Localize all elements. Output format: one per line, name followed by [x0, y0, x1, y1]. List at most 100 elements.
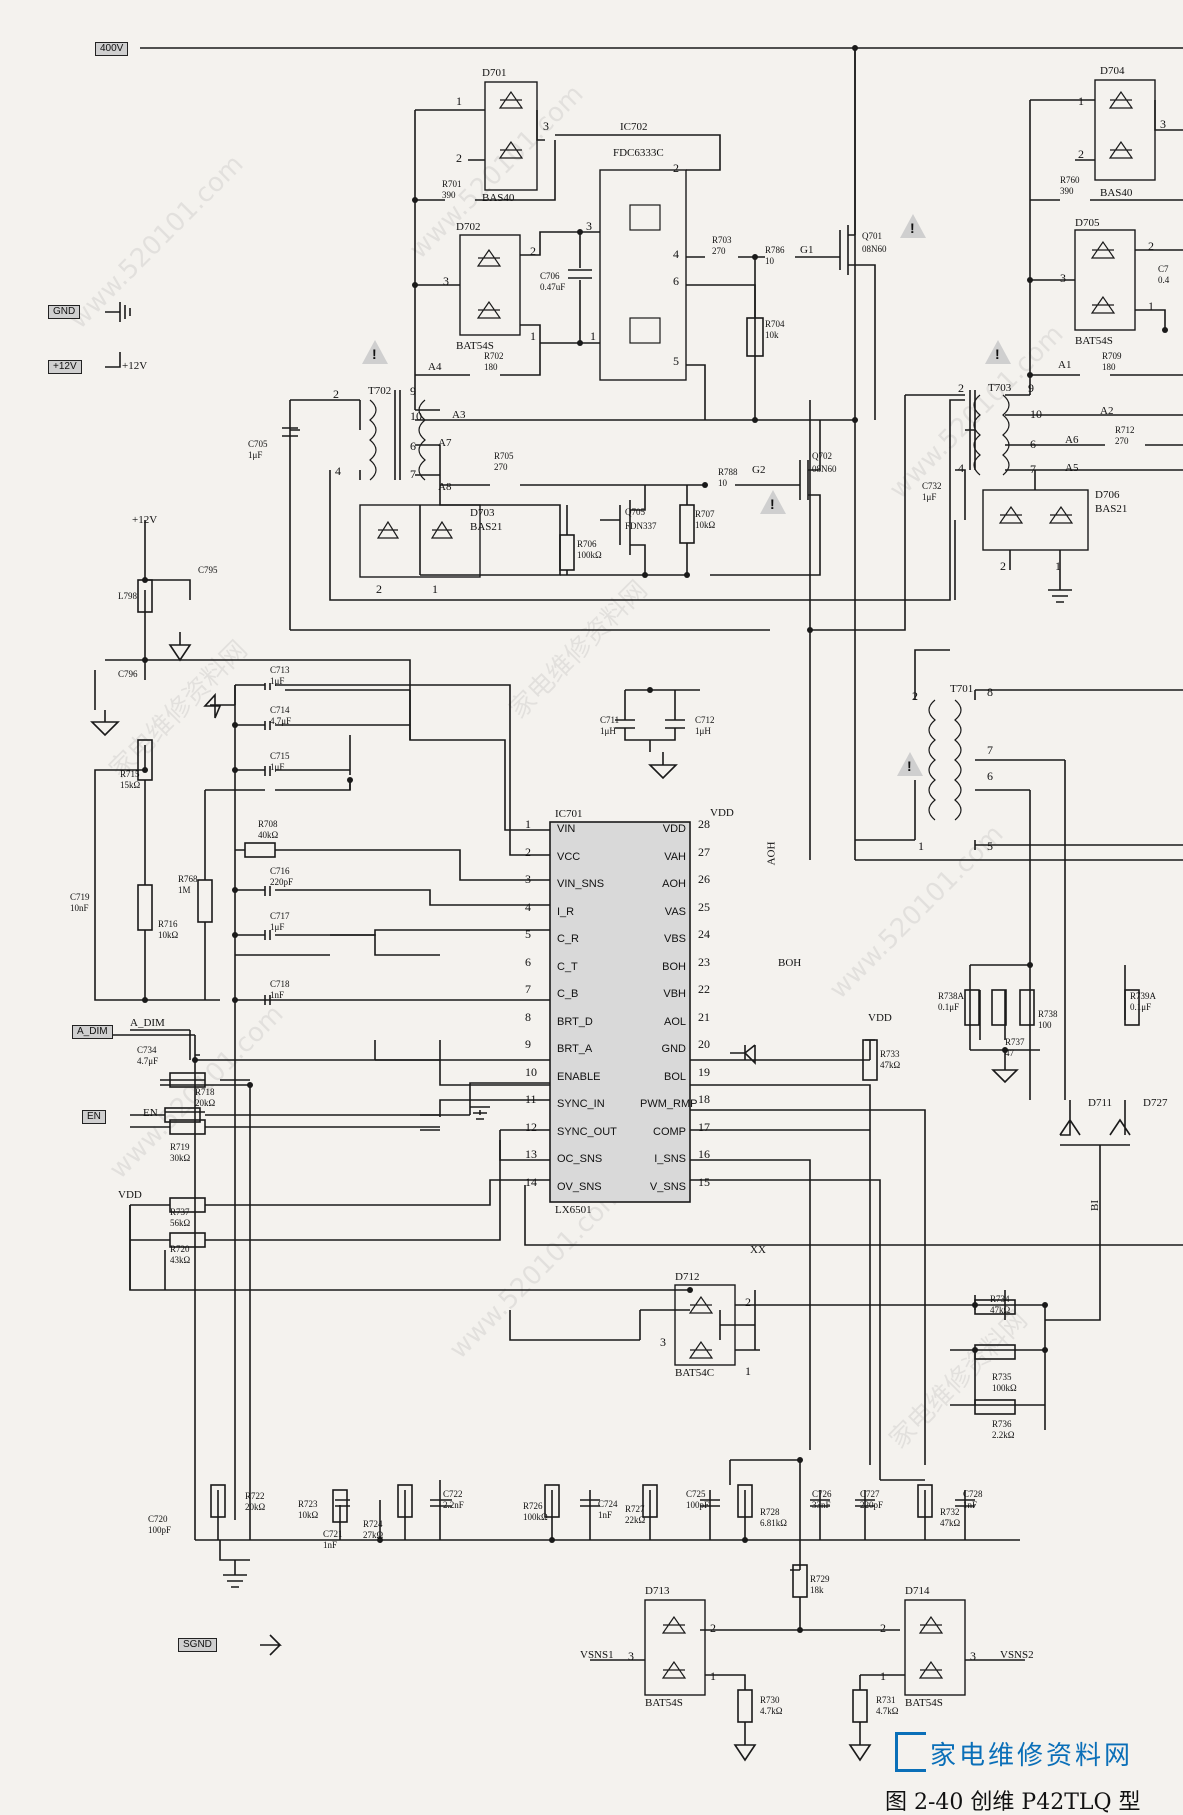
resistor-value: 18k: [810, 1585, 824, 1595]
ic702-part: FDC6333C: [613, 147, 664, 159]
q702-ref: Q702: [812, 451, 832, 461]
d704-ref: D704: [1100, 65, 1125, 77]
ic701-pin-name: BRT_D: [557, 1015, 593, 1028]
ic701-pin-name: VDD: [662, 823, 686, 835]
d713-part: BAT54S: [645, 1697, 683, 1709]
ic701-pin-number: 12: [525, 1119, 537, 1134]
pin-number: 2: [333, 387, 339, 401]
resistor-ref: R739A: [1130, 991, 1157, 1001]
resistor-value: 270: [712, 246, 726, 256]
resistor-ref: R724: [363, 1519, 383, 1529]
resistor-value: 4.7kΩ: [876, 1706, 899, 1716]
d712-body: [674, 1284, 736, 1366]
ic701-pin-name: VBH: [663, 988, 686, 1000]
capacitor-ref: C722: [443, 1489, 463, 1499]
capacitor-value: 4.7μF: [137, 1056, 159, 1066]
svg-text:www.520101.com: www.520101.com: [444, 1179, 630, 1365]
resistor-ref: R788: [718, 467, 738, 477]
capacitor-value: 1nF: [598, 1510, 613, 1520]
d703-body: [359, 504, 481, 578]
resistor-ref: R728: [760, 1507, 780, 1517]
capacitor-ref: C734: [137, 1045, 157, 1055]
resistor-value: 10kΩ: [158, 930, 179, 940]
net-label: A2: [1100, 405, 1114, 417]
resistor-value: 6.81kΩ: [760, 1518, 787, 1528]
pin-number: 6: [410, 439, 416, 453]
pin-number: 3: [586, 219, 592, 233]
resistor-ref: R727: [625, 1504, 645, 1514]
pin-number: 10: [410, 409, 422, 423]
ic701-pin-number: 17: [698, 1119, 710, 1134]
ic701-pin-number: 16: [698, 1147, 710, 1161]
port-a-dim: A_DIM: [72, 1025, 113, 1039]
resistor-ref: R719: [170, 1142, 190, 1152]
q702-part: 08N60: [812, 464, 837, 474]
ic701-pin-number: 21: [698, 1009, 710, 1024]
capacitor-value: 220pF: [270, 877, 294, 887]
capacitor-value: 1μF: [270, 922, 285, 932]
port-400v: 400V: [95, 42, 129, 56]
resistor-ref: R730: [760, 1695, 780, 1705]
capacitor-value: 2.2nF: [443, 1500, 464, 1510]
net-label: BOH: [778, 957, 802, 969]
ic701-pin-number: 7: [525, 982, 531, 996]
resistor-value: 270: [494, 462, 508, 472]
ic701-pin-number: 23: [698, 954, 710, 969]
pin-number: 6: [987, 769, 993, 783]
resistor-ref: R705: [494, 451, 514, 461]
ic701-pin-number: 8: [525, 1009, 531, 1024]
ic701-pin-name: V_SNS: [649, 1180, 686, 1193]
q705-part: FDN337: [625, 521, 657, 531]
capacitor-ref: C795: [198, 565, 218, 575]
ic701-pin-name: VIN: [557, 823, 576, 835]
ic701-pin-name: AOL: [663, 1015, 686, 1028]
capacitor-ref: C720: [148, 1514, 168, 1524]
capacitor-ref: C713: [270, 665, 290, 675]
capacitor-ref: C716: [270, 866, 290, 876]
resistor-ref: R708: [258, 819, 278, 829]
t701-ref: T701: [950, 683, 974, 695]
resistor-value: 1M: [178, 885, 191, 895]
net-label: VDD: [710, 807, 734, 819]
capacitor-ref: C725: [686, 1489, 706, 1499]
d703-ref: D703: [470, 507, 495, 519]
capacitor-value: 1μF: [922, 492, 937, 502]
ic701-pin-name: BOH: [662, 960, 686, 973]
capacitor-ref: C718: [270, 979, 290, 989]
ic701-pin-name: PWM_RMP: [640, 1098, 698, 1110]
ic701-pin-number: 28: [698, 817, 710, 831]
svg-text:www.520101.com: www.520101.com: [824, 819, 1010, 1005]
port-12v: +12V: [48, 360, 82, 374]
resistor-value: 15kΩ: [120, 780, 141, 790]
pin-number: 3: [628, 1649, 634, 1663]
pin-number: 7: [987, 743, 993, 757]
resistor-ref: R718: [195, 1087, 215, 1097]
svg-text:www.520101.com: www.520101.com: [404, 79, 590, 265]
resistor-ref: R760: [1060, 175, 1080, 185]
d712-part: BAT54C: [675, 1367, 715, 1379]
capacitor-value: 100pF: [686, 1500, 710, 1510]
capacitor-value: 1μH: [600, 726, 616, 736]
resistor-value: 4.7kΩ: [760, 1706, 783, 1716]
resistor-ref: R731: [876, 1695, 896, 1705]
d714-body: [904, 1599, 966, 1696]
ic701-pin-number: 14: [525, 1174, 537, 1189]
resistor-ref: R738: [1038, 1009, 1058, 1019]
resistor-ref: R712: [1115, 425, 1135, 435]
net-label: A7: [438, 437, 452, 449]
capacitor-ref: C7: [1158, 264, 1169, 274]
d706-body: [982, 489, 1089, 551]
d702-part: BAT54S: [456, 340, 494, 352]
pin-number: 2: [880, 1621, 886, 1635]
ic701-pin-name: BRT_A: [557, 1043, 593, 1055]
resistor-value: 180: [484, 362, 498, 372]
resistor-ref: R707: [695, 509, 715, 519]
d713-body: [644, 1599, 706, 1696]
ic701-pin-name: SYNC_IN: [557, 1098, 605, 1110]
ic701-pin-number: 1: [525, 817, 531, 831]
resistor-ref: R722: [245, 1491, 265, 1501]
resistor-ref: R720: [170, 1244, 190, 1254]
capacitor-ref: C712: [695, 715, 715, 725]
resistor-ref: R702: [484, 351, 504, 361]
